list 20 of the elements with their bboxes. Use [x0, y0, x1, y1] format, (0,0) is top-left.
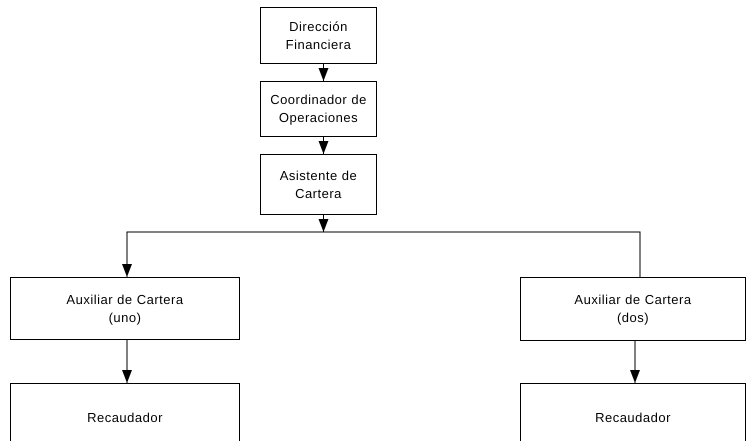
connector-arrow: [318, 64, 328, 82]
role-label: Asistente de Cartera: [280, 168, 358, 200]
org-box: [10, 383, 240, 441]
role-label: Auxiliar de Cartera (dos): [574, 292, 692, 325]
role-label: Recaudador: [595, 410, 671, 425]
connector-arrow: [122, 340, 132, 384]
org-box: [520, 383, 746, 441]
role-label: Auxiliar de Cartera (uno): [66, 292, 184, 324]
org-box: [10, 277, 240, 340]
role-label: Recaudador: [87, 410, 163, 425]
org-box: [260, 154, 377, 215]
role-label: Coordinador de Operaciones: [270, 92, 367, 125]
connector-arrow: [318, 214, 328, 232]
role-label: Dirección Financiera: [286, 18, 352, 52]
connector-arrow: [630, 340, 640, 384]
connector-arrow: [122, 232, 324, 278]
org-box: [260, 81, 377, 137]
org-box: [520, 277, 746, 341]
connector-arrow: [318, 136, 328, 154]
org-box: [260, 7, 377, 64]
